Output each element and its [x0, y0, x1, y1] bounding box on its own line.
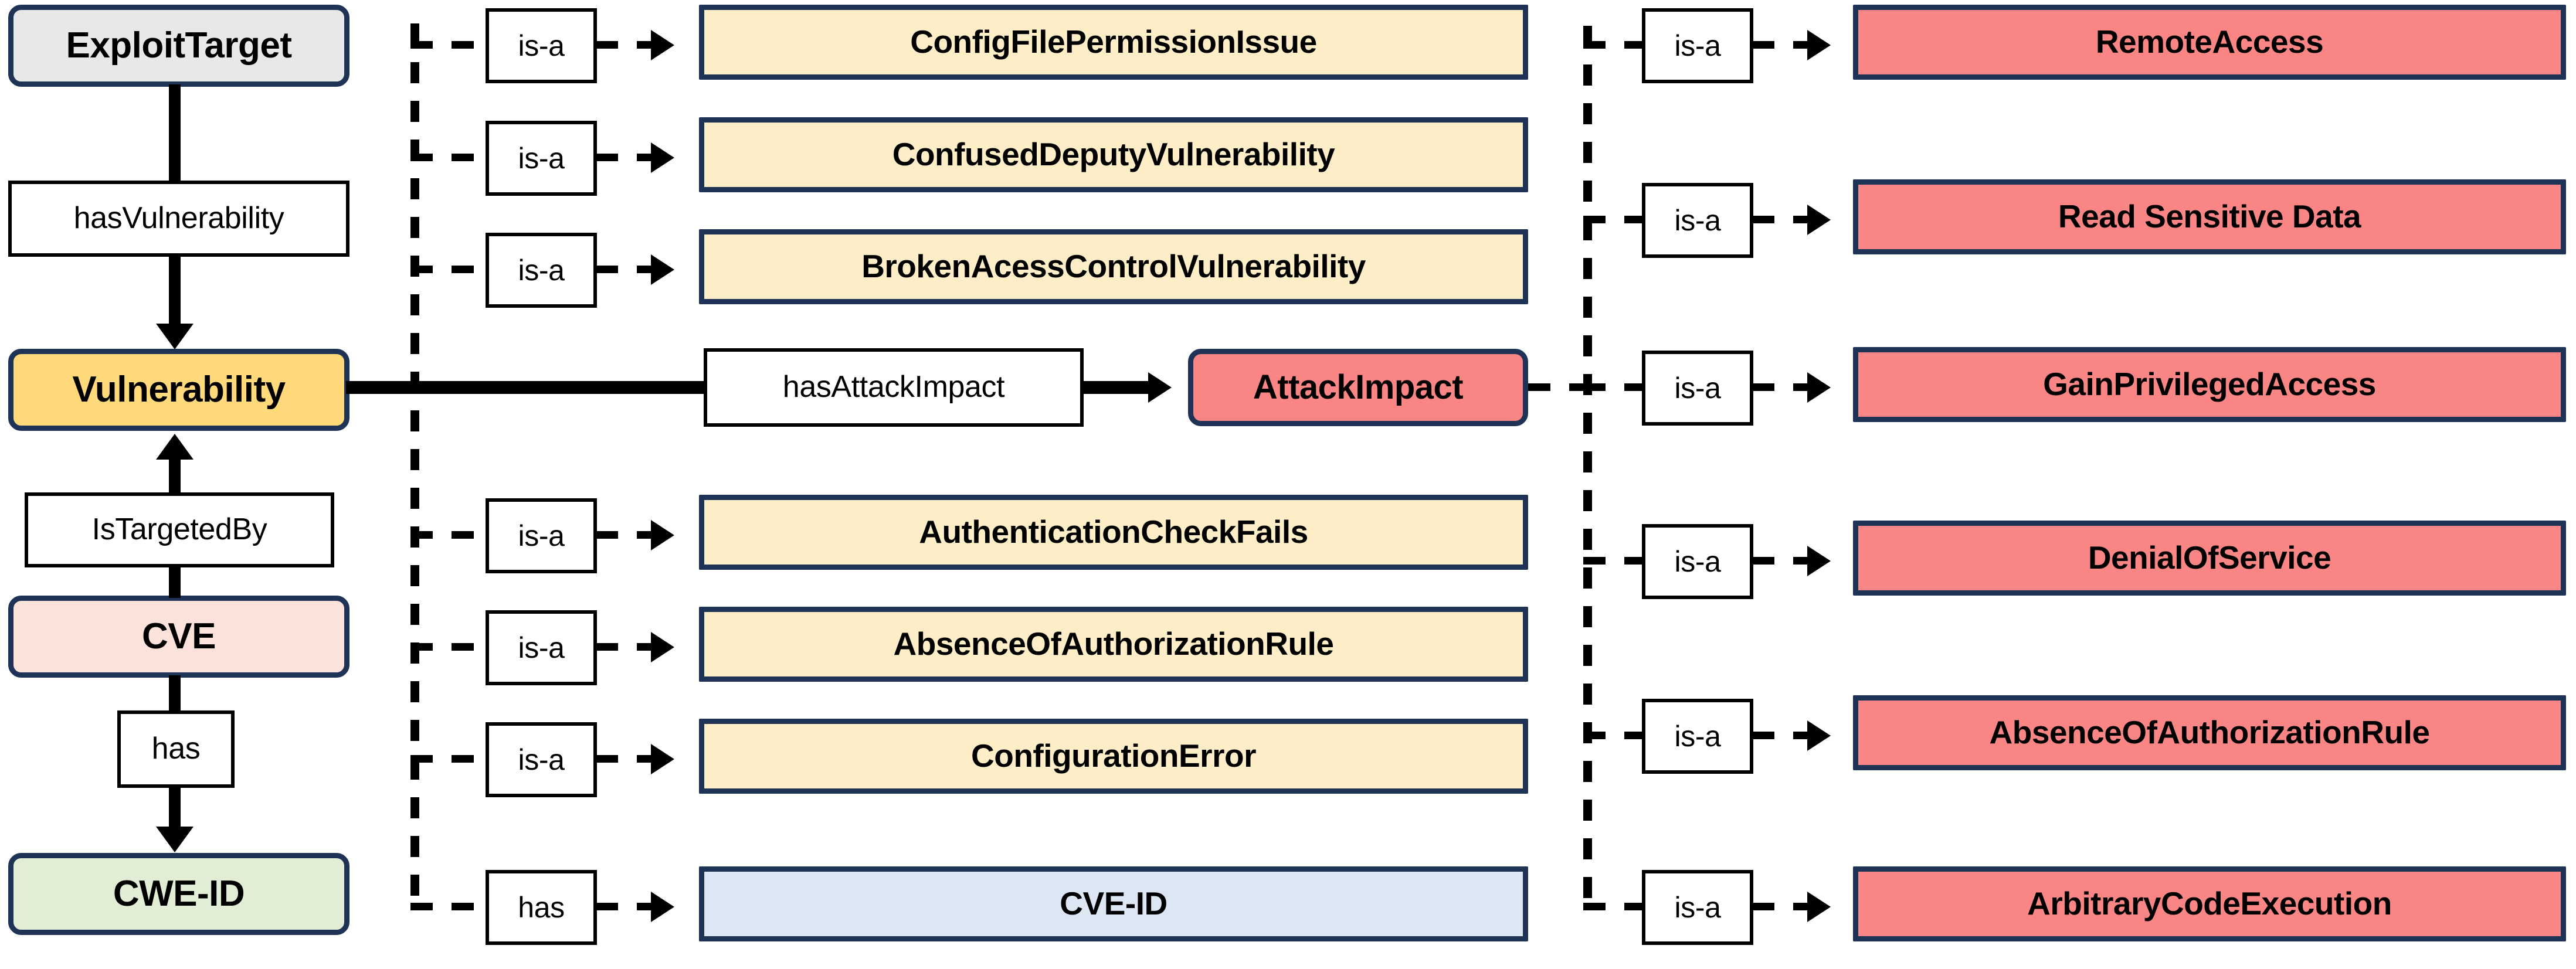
node-absence-of-authorization-rule-middle[interactable]: AbsenceOfAuthorizationRule — [699, 607, 1528, 682]
connector-right-row-5-left — [1583, 732, 1648, 739]
connector-middle-row-1-left — [410, 41, 487, 49]
relation-right-row-5[interactable]: is-a — [1642, 699, 1753, 774]
arrowhead-right-attackimpact — [1148, 372, 1172, 403]
connector-middle-row-5-right — [596, 643, 654, 651]
relation-has-attack-impact[interactable]: hasAttackImpact — [704, 348, 1084, 427]
node-broken-acess-control-vulnerability[interactable]: BrokenAcessControlVulnerability — [699, 229, 1528, 304]
arrowhead-right-right-row-6 — [1807, 892, 1831, 922]
arrowhead-right-right-row-3 — [1807, 372, 1831, 403]
edge-hasvulnerability-to-vulnerability — [169, 254, 181, 336]
node-denial-of-service[interactable]: DenialOfService — [1853, 521, 2566, 596]
relation-has-vulnerability[interactable]: hasVulnerability — [8, 181, 349, 257]
connector-right-row-1-right — [1752, 41, 1811, 49]
arrowhead-down-vulnerability — [156, 324, 194, 349]
node-vulnerability[interactable]: Vulnerability — [8, 349, 349, 431]
connector-middle-row-6-left — [410, 755, 487, 763]
arrowhead-right-right-row-2 — [1807, 205, 1831, 235]
node-absence-of-authorization-rule-right[interactable]: AbsenceOfAuthorizationRule — [1853, 695, 2566, 770]
connector-attackimpact-to-right-spine — [1528, 383, 1598, 391]
node-read-sensitive-data[interactable]: Read Sensitive Data — [1853, 179, 2566, 254]
node-remote-access[interactable]: RemoteAccess — [1853, 5, 2566, 80]
relation-right-row-4[interactable]: is-a — [1642, 524, 1753, 599]
relation-right-row-6[interactable]: is-a — [1642, 870, 1753, 945]
connector-right-row-3-left — [1583, 383, 1648, 391]
relation-right-row-3[interactable]: is-a — [1642, 351, 1753, 426]
connector-middle-row-4-right — [596, 531, 654, 539]
relation-is-targeted-by[interactable]: IsTargetedBy — [25, 492, 334, 567]
node-cve[interactable]: CVE — [8, 596, 349, 678]
node-authentication-check-fails[interactable]: AuthenticationCheckFails — [699, 495, 1528, 570]
arrowhead-right-right-row-1 — [1807, 30, 1831, 60]
relation-right-row-2[interactable]: is-a — [1642, 183, 1753, 258]
arrowhead-right-middle-row-4 — [651, 520, 674, 550]
arrowhead-right-middle-row-2 — [651, 142, 674, 173]
edge-vulnerability-to-hasattackimpact — [346, 381, 708, 394]
connector-middle-row-6-right — [596, 755, 654, 763]
relation-middle-row-4[interactable]: is-a — [486, 498, 597, 573]
connector-right-row-1-left — [1583, 41, 1648, 49]
arrowhead-right-middle-row-7 — [651, 892, 674, 922]
arrowhead-right-middle-row-1 — [651, 30, 674, 60]
edge-istargetedby-to-vulnerability — [169, 458, 181, 497]
node-gain-privileged-access[interactable]: GainPrivilegedAccess — [1853, 347, 2566, 422]
node-cve-id-middle[interactable]: CVE-ID — [699, 866, 1528, 941]
relation-middle-row-7[interactable]: has — [486, 870, 597, 945]
arrowhead-right-right-row-4 — [1807, 546, 1831, 576]
edge-hasattackimpact-to-attackimpact — [1082, 381, 1153, 394]
connector-right-row-5-right — [1752, 732, 1811, 739]
node-confused-deputy-vulnerability[interactable]: ConfusedDeputyVulnerability — [699, 117, 1528, 192]
relation-middle-row-3[interactable]: is-a — [486, 233, 597, 308]
connector-middle-row-3-left — [410, 266, 487, 273]
connector-right-row-6-left — [1583, 903, 1648, 910]
relation-middle-row-1[interactable]: is-a — [486, 8, 597, 83]
connector-right-row-3-right — [1752, 383, 1811, 391]
relation-middle-row-2[interactable]: is-a — [486, 121, 597, 196]
connector-right-row-4-left — [1583, 557, 1648, 565]
arrowhead-right-right-row-5 — [1807, 720, 1831, 751]
connector-middle-row-1-right — [596, 41, 654, 49]
relation-has[interactable]: has — [117, 710, 235, 788]
relation-right-row-1[interactable]: is-a — [1642, 8, 1753, 83]
connector-middle-row-5-left — [410, 643, 487, 651]
node-exploit-target[interactable]: ExploitTarget — [8, 5, 349, 87]
arrowhead-right-middle-row-5 — [651, 632, 674, 662]
edge-cve-to-istargetedby — [169, 564, 181, 598]
edge-cve-to-has — [169, 675, 181, 713]
connector-middle-row-2-right — [596, 154, 654, 161]
arrowhead-up-vulnerability — [156, 434, 194, 460]
node-cwe-id[interactable]: CWE-ID — [8, 853, 349, 935]
connector-right-row-2-right — [1752, 216, 1811, 223]
relation-middle-row-6[interactable]: is-a — [486, 722, 597, 797]
node-attack-impact[interactable]: AttackImpact — [1188, 349, 1528, 426]
edge-exploittarget-to-hasvulnerability — [169, 84, 181, 183]
connector-right-row-6-right — [1752, 903, 1811, 910]
node-arbitrary-code-execution[interactable]: ArbitraryCodeExecution — [1853, 866, 2566, 941]
arrowhead-right-middle-row-3 — [651, 254, 674, 285]
node-configuration-error[interactable]: ConfigurationError — [699, 719, 1528, 794]
spine-middle-dashed — [410, 23, 419, 909]
node-config-file-permission-issue[interactable]: ConfigFilePermissionIssue — [699, 5, 1528, 80]
arrowhead-down-cweid — [156, 827, 194, 852]
spine-right-dashed — [1583, 26, 1592, 911]
arrowhead-right-middle-row-6 — [651, 744, 674, 774]
connector-middle-row-7-right — [596, 903, 654, 910]
connector-middle-row-7-left — [410, 903, 487, 910]
connector-right-row-2-left — [1583, 216, 1648, 223]
connector-middle-row-4-left — [410, 531, 487, 539]
relation-middle-row-5[interactable]: is-a — [486, 610, 597, 685]
connector-right-row-4-right — [1752, 557, 1811, 565]
connector-middle-row-3-right — [596, 266, 654, 273]
connector-middle-row-2-left — [410, 154, 487, 161]
